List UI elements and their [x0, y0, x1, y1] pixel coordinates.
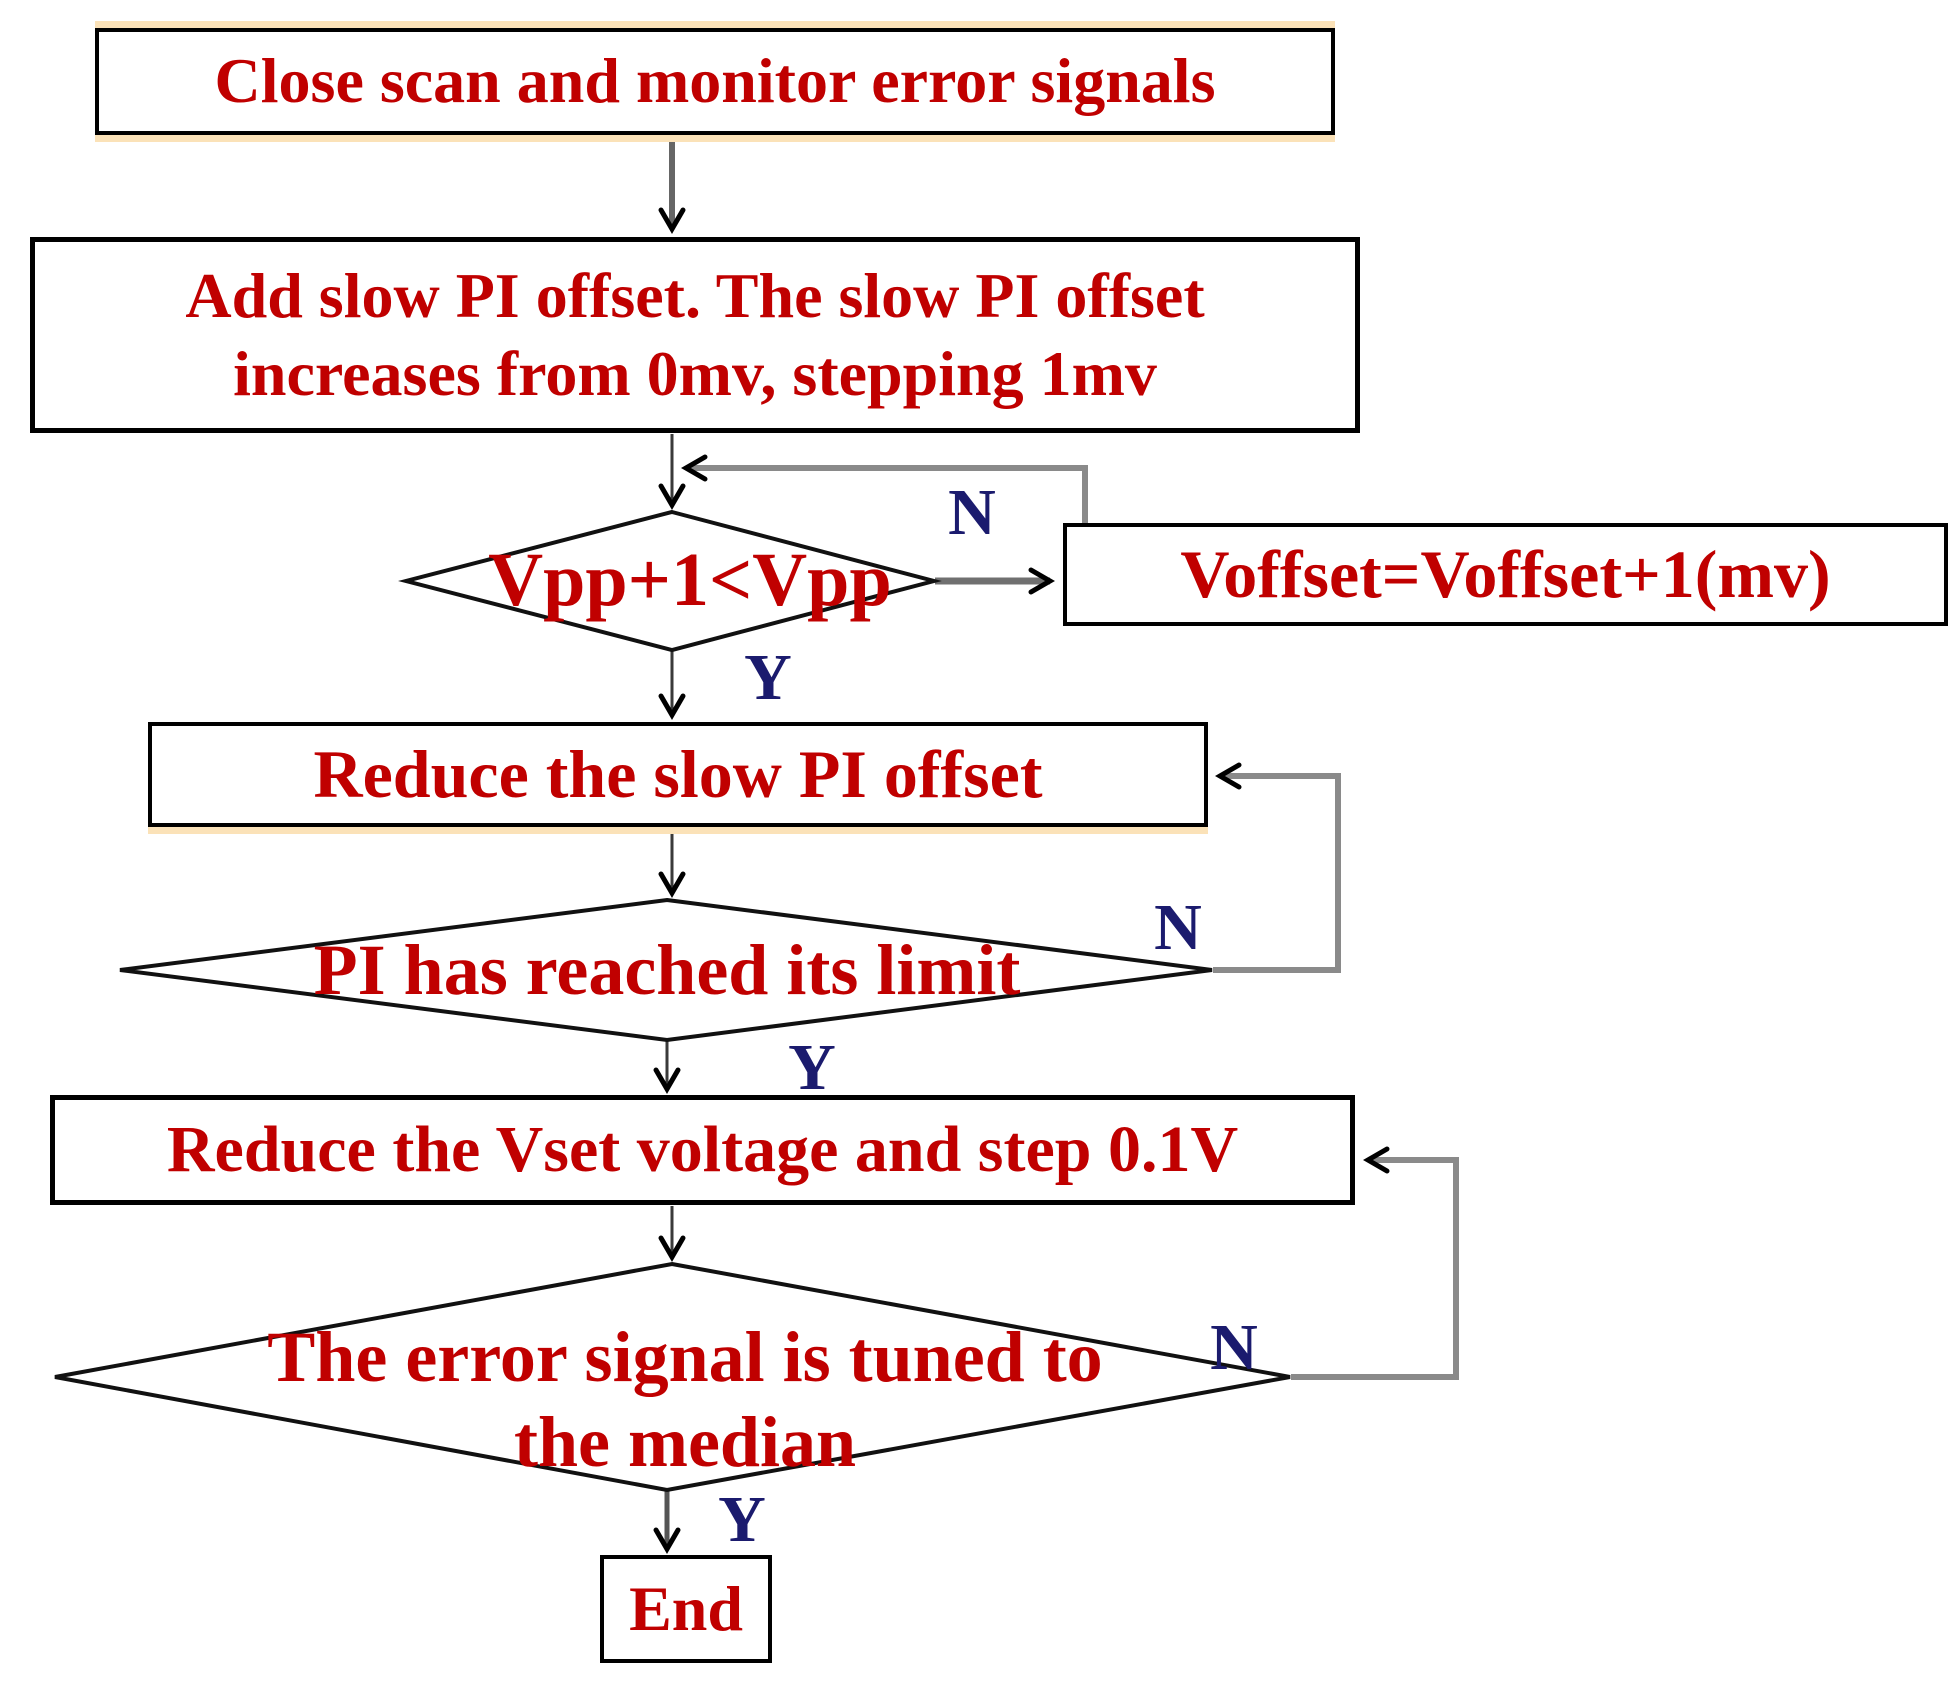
decision-vpp-diamond [398, 509, 942, 653]
edge-voffset-feedback [681, 454, 1088, 524]
decision-pi-limit-diamond [119, 897, 1213, 1043]
edge-label-error-median-no: N [1210, 1311, 1258, 1384]
edge-label-error-median-yes: Y [718, 1483, 766, 1556]
edge-error-median-no-loop [1291, 1146, 1459, 1380]
decision-error-median-diamond [54, 1261, 1291, 1493]
edge-pi-limit-no-loop [1213, 762, 1341, 973]
edge-label-pi-limit-yes: Y [788, 1031, 836, 1104]
node-add-offset: Add slow PI offset. The slow PI offset i… [30, 237, 1360, 433]
edge-label-vpp-no: N [948, 476, 996, 549]
node-voffset-increment: Voffset=Voffset+1(mv) [1063, 523, 1948, 626]
edge-label-vpp-yes: Y [744, 641, 792, 714]
node-end: End [600, 1555, 772, 1663]
node-reduce-vset: Reduce the Vset voltage and step 0.1V [50, 1095, 1355, 1205]
edge-label-pi-limit-no: N [1154, 891, 1202, 964]
node-start: Close scan and monitor error signals [95, 28, 1335, 135]
node-reduce-pi-offset: Reduce the slow PI offset [148, 722, 1208, 827]
